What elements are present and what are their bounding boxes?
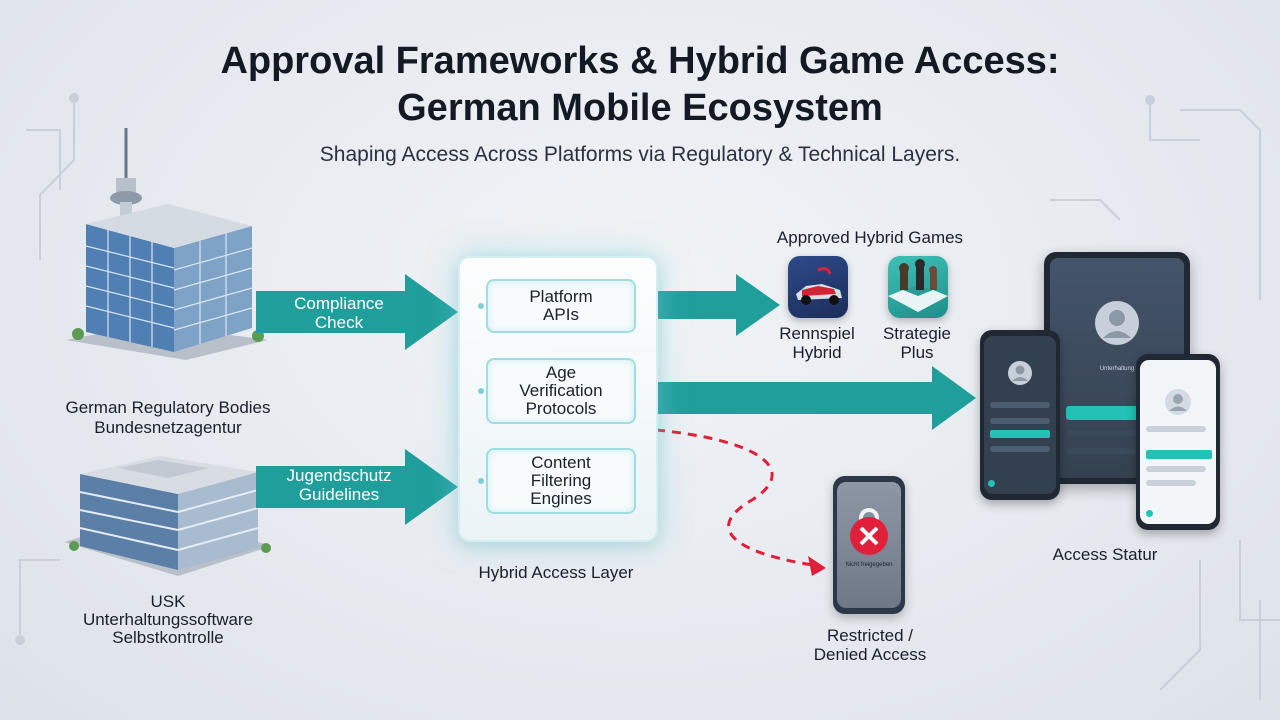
usk-label-line2: Unterhaltungssoftware bbox=[82, 610, 254, 629]
game1-label-line2: Hybrid bbox=[792, 343, 842, 362]
page-title-line1: Approval Frameworks & Hybrid Game Access… bbox=[220, 40, 1060, 82]
connector-dot-icon bbox=[478, 388, 484, 394]
avatar-icon bbox=[1008, 361, 1032, 385]
denied-label-line2: Denied Access bbox=[813, 645, 927, 664]
module3-line2: Filtering bbox=[530, 471, 592, 490]
compliance-label-line2: Check bbox=[314, 313, 364, 332]
strategy-game-icon[interactable] bbox=[888, 256, 948, 318]
jugendschutz-label-line1: Jugendschutz bbox=[286, 466, 392, 485]
denied-path bbox=[655, 428, 821, 568]
avatar-icon bbox=[1165, 389, 1191, 415]
denied-label-line1: Restricted / bbox=[827, 626, 913, 645]
compliance-label-line1: Compliance bbox=[294, 294, 384, 313]
game2-label-line2: Plus bbox=[900, 343, 934, 362]
module3-line3: Engines bbox=[530, 489, 592, 508]
tablet-heading: Unterhaltung bbox=[1099, 366, 1135, 372]
lock-denied-icon bbox=[850, 508, 888, 555]
avatar-icon bbox=[1095, 301, 1139, 345]
regulator-label-line2: Bundesnetzagentur bbox=[94, 418, 242, 437]
hybrid-layer-caption: Hybrid Access Layer bbox=[478, 563, 634, 582]
phone-device-light bbox=[1136, 354, 1220, 530]
access-status-label: Access Statur bbox=[1052, 545, 1158, 564]
module1-line2: APIs bbox=[543, 305, 579, 324]
connector-dot-icon bbox=[478, 303, 484, 309]
module1-line1: Platform bbox=[529, 287, 593, 306]
denied-phone: Nicht freigegeben bbox=[833, 476, 905, 614]
usk-label-line1: USK bbox=[150, 592, 186, 611]
jugendschutz-label-line2: Guidelines bbox=[298, 485, 380, 504]
compliance-arrow bbox=[256, 274, 458, 350]
regulator-building-icon bbox=[66, 128, 268, 360]
module2-line1: Age bbox=[545, 363, 577, 382]
module2-line2: Verification bbox=[519, 381, 603, 400]
module2-line3: Protocols bbox=[525, 399, 597, 418]
jugendschutz-arrow bbox=[256, 449, 458, 525]
status-arrow bbox=[656, 366, 976, 430]
game1-label-line1: Rennspiel bbox=[779, 324, 855, 343]
phone-device-dark bbox=[980, 330, 1060, 500]
page-title-line2: German Mobile Ecosystem bbox=[397, 87, 883, 129]
denied-screen-text: Nicht freigegeben bbox=[845, 562, 893, 568]
phone-button[interactable] bbox=[990, 430, 1050, 438]
page-subtitle: Shaping Access Across Platforms via Regu… bbox=[319, 143, 961, 166]
module3-line1: Content bbox=[531, 453, 591, 472]
age-verification-module: Age Verification Protocols bbox=[478, 358, 636, 424]
light-phone-button[interactable] bbox=[1146, 450, 1212, 459]
usk-building-icon bbox=[64, 456, 272, 576]
game2-label-line1: Strategie bbox=[882, 324, 952, 343]
games-arrow bbox=[656, 274, 780, 336]
connector-dot-icon bbox=[478, 478, 484, 484]
content-filtering-module: Content Filtering Engines bbox=[478, 448, 636, 514]
approved-games-heading: Approved Hybrid Games bbox=[776, 228, 964, 247]
racing-game-icon[interactable] bbox=[788, 256, 848, 318]
usk-label-line3: Selbstkontrolle bbox=[112, 628, 224, 647]
regulator-label-line1: German Regulatory Bodies bbox=[65, 398, 271, 417]
platform-apis-module: Platform APIs bbox=[478, 279, 636, 333]
